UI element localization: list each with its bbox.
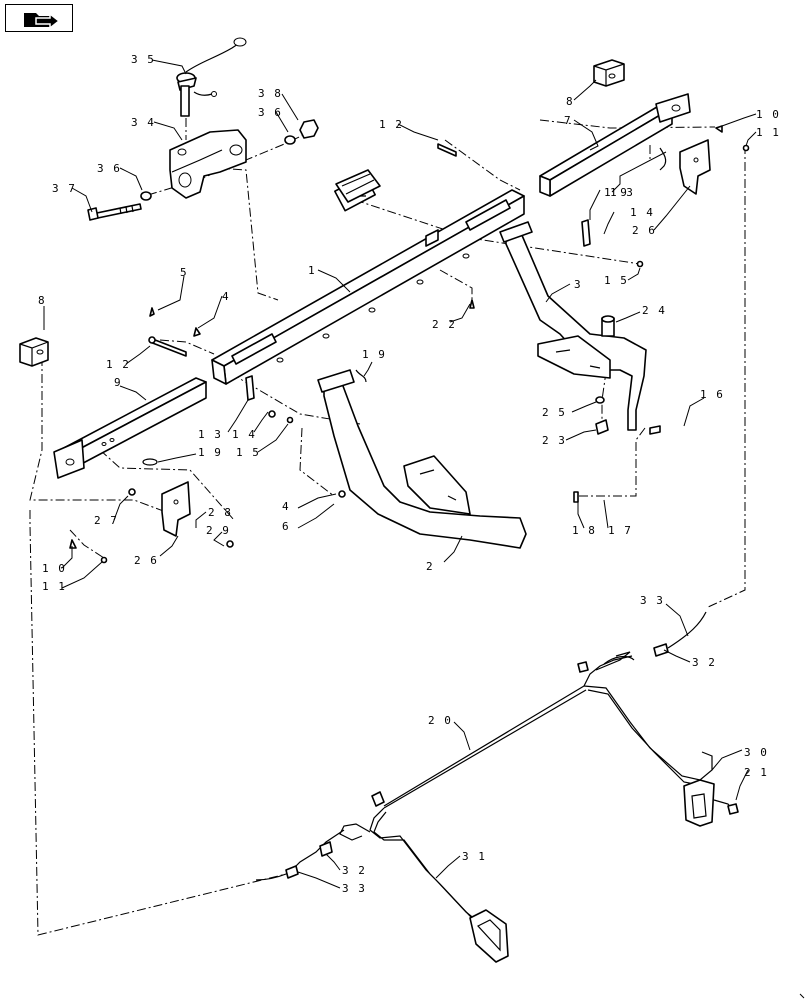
callout-labels: 3 5 3 8 3 6 3 4 3 6 3 7 1 2 8 7 1 0 1 1 … [38, 53, 780, 895]
callout-8: 8 [38, 294, 46, 307]
folder-arrow-icon [24, 12, 61, 30]
mounting-plate [335, 169, 381, 203]
callout-26: 2 6 [632, 224, 656, 237]
callout-33: 3 3 [640, 594, 664, 607]
callout-18: 1 8 [572, 524, 596, 537]
callout-17: 1 7 [608, 524, 632, 537]
callout-6: 6 [282, 520, 290, 533]
callout-33: 3 3 [342, 882, 366, 895]
callout-20: 2 0 [428, 714, 452, 727]
callout-27: 2 7 [94, 514, 118, 527]
callout-12: 1 2 [106, 358, 130, 371]
callout-32: 3 2 [342, 864, 366, 877]
callout-32: 3 2 [692, 656, 716, 669]
callout-30: 3 0 [744, 746, 768, 759]
callout-2: 2 [426, 560, 434, 573]
main-tube [211, 174, 525, 385]
support-arm-right [499, 221, 647, 431]
callout-24: 2 4 [642, 304, 666, 317]
bracket-plate-right [679, 139, 711, 195]
callout-23: 2 3 [542, 434, 566, 447]
callout-12: 1 2 [379, 118, 403, 131]
callout-11: 1 1 [756, 126, 780, 139]
callout-15: 1 5 [236, 446, 260, 459]
callout-5: 5 [180, 266, 188, 279]
callout-14: 1 4 [232, 428, 256, 441]
hitch-bracket [169, 129, 247, 199]
extension-tube-right [539, 93, 691, 197]
callout-35: 3 5 [131, 53, 155, 66]
callout-13: 1 3 [198, 428, 222, 441]
alignment-lines [29, 118, 746, 936]
callout-4: 4 [222, 290, 230, 303]
callout-8: 8 [566, 95, 574, 108]
callout-19: 1 9 [198, 446, 222, 459]
callout-10: 1 0 [42, 562, 66, 575]
callout-11: 1 1 [42, 580, 66, 593]
callout-34: 3 4 [131, 116, 155, 129]
callout-16: 1 6 [700, 388, 724, 401]
callout-1: 1 [308, 264, 316, 277]
nut-and-washer-upper [284, 119, 319, 145]
wiring-harness [255, 611, 739, 963]
callout-26: 2 6 [134, 554, 158, 567]
end-cap-right [593, 59, 625, 87]
callout-13: 1 3 [610, 186, 634, 199]
callout-29: 2 9 [206, 524, 230, 537]
callout-37: 3 7 [52, 182, 76, 195]
callout-10: 1 0 [756, 108, 780, 121]
callout-3: 3 [574, 278, 582, 291]
corner-mark [799, 993, 805, 999]
callout-38: 3 8 [258, 87, 282, 100]
callout-31: 3 1 [462, 850, 486, 863]
callout-4: 4 [282, 500, 290, 513]
support-arm-left [317, 369, 527, 549]
small-hardware [69, 125, 750, 564]
callout-25: 2 5 [542, 406, 566, 419]
lock-pin-with-lanyard [176, 37, 247, 117]
callout-7: 7 [564, 114, 572, 127]
callout-21: 2 1 [744, 766, 768, 779]
bracket-plate-left [161, 481, 191, 537]
callout-14: 1 4 [630, 206, 654, 219]
callout-36: 3 6 [258, 106, 282, 119]
navigation-icon-box[interactable] [5, 4, 73, 32]
leader-lines [43, 59, 757, 889]
callout-19: 1 9 [604, 186, 628, 199]
callout-15: 1 5 [604, 274, 628, 287]
callout-36: 3 6 [97, 162, 121, 175]
callout-28: 2 8 [208, 506, 232, 519]
callout-22: 2 2 [432, 318, 456, 331]
callout-9: 9 [114, 376, 122, 389]
end-cap-left [19, 337, 49, 367]
bolt-and-washer [87, 191, 152, 221]
extension-tube-left [53, 377, 207, 479]
callout-19: 1 9 [362, 348, 386, 361]
